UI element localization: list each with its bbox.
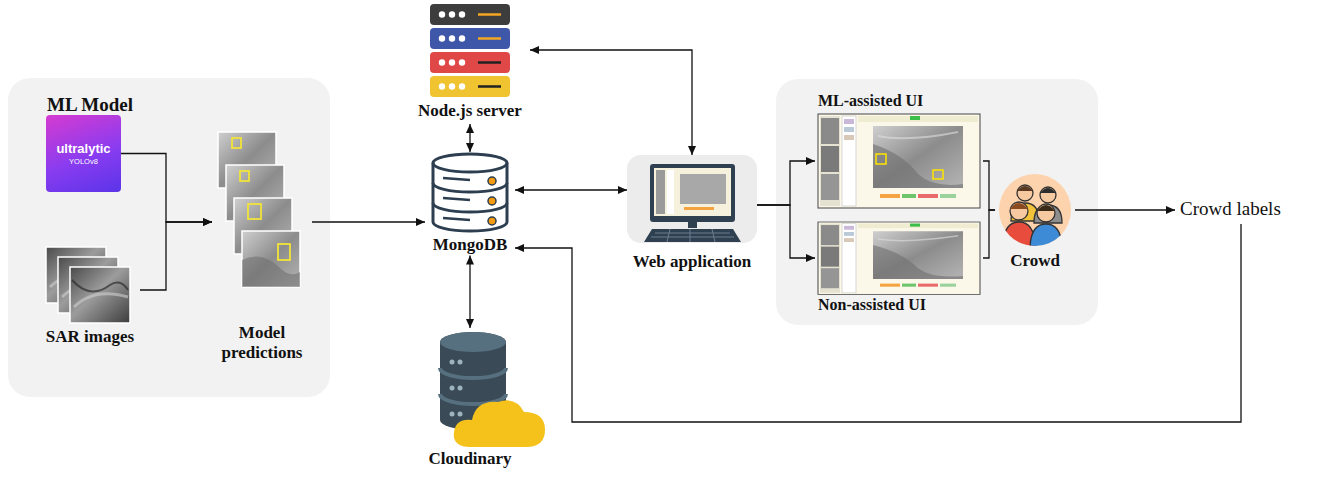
arrow-head — [203, 218, 212, 226]
connector-line — [757, 161, 815, 205]
node-label: Node.js server — [410, 101, 530, 121]
arrow-head — [806, 157, 815, 165]
prediction-image-stack — [218, 132, 300, 287]
server-node: Node.js server — [410, 4, 530, 124]
connector — [530, 46, 696, 155]
connector-line — [121, 154, 212, 223]
node-label: Model predictions — [212, 323, 312, 364]
connector-line — [515, 224, 1241, 422]
connector — [121, 154, 212, 227]
arrow-head — [1166, 206, 1175, 214]
computer-icon — [627, 155, 757, 243]
crowd-circle: Crowd — [995, 172, 1075, 274]
arrow-head — [466, 124, 474, 133]
node-label: SAR images — [40, 327, 140, 347]
image-stack: SAR images — [40, 245, 140, 347]
arrow-head — [806, 254, 815, 262]
node-label: ML Model — [47, 94, 330, 117]
connector — [466, 124, 474, 152]
ui-screen: ML-assisted UI — [815, 91, 983, 210]
database-node: MongoDB — [425, 152, 515, 255]
connector — [1075, 206, 1175, 214]
storage-node: Cloudinary — [405, 328, 535, 473]
sar-image-stack — [46, 247, 130, 323]
cloud-storage-icon — [440, 332, 545, 447]
node-label: MongoDB — [425, 235, 515, 255]
connector-line — [983, 161, 995, 210]
database-icon — [433, 154, 507, 231]
connector — [140, 218, 212, 290]
connector — [466, 255, 474, 328]
crowd-icon — [999, 174, 1071, 250]
connector-line — [140, 222, 212, 290]
app-box: Web application — [627, 155, 757, 277]
node-label: ML-assisted UI — [818, 91, 983, 110]
logo-box: ultralyticYOLOv8 — [46, 115, 121, 192]
arrow-head — [515, 186, 524, 194]
node-label: Crowd labels — [1180, 198, 1307, 221]
arrow-head — [466, 143, 474, 152]
group-panel: ML ModelultralyticYOLOv8SAR imagesModel … — [8, 78, 330, 397]
server-icon — [430, 4, 510, 97]
arrow-head — [688, 146, 696, 155]
connector — [515, 186, 627, 194]
connector-line — [469, 255, 470, 328]
image-stack: Model predictions — [212, 130, 312, 365]
connector-line — [757, 205, 815, 258]
ui-screen: Non-assisted UI — [815, 220, 983, 320]
connector-line — [515, 189, 627, 190]
arrow-head — [515, 244, 524, 252]
ui-screenshot — [818, 114, 980, 294]
node-label: YOLOv8 — [46, 157, 121, 166]
output-label: Crowd labels — [1175, 196, 1307, 224]
arrow-head — [530, 46, 539, 54]
connector — [983, 161, 995, 210]
connector — [757, 157, 815, 205]
arrow-head — [618, 186, 627, 194]
arrow-head — [203, 218, 212, 226]
connector — [312, 218, 425, 226]
node-label: ultralytic — [46, 141, 121, 157]
arrow-head — [466, 319, 474, 328]
connector-line — [1075, 209, 1175, 210]
node-label: Web application — [627, 252, 757, 272]
node-label: Non-assisted UI — [818, 295, 983, 314]
node-label: Crowd — [995, 251, 1075, 271]
node-label: Cloudinary — [405, 449, 535, 469]
connector — [757, 205, 815, 262]
connector-line — [983, 210, 995, 258]
arrow-head — [416, 218, 425, 226]
arrow-head — [466, 255, 474, 264]
connector — [983, 210, 995, 258]
connector-line — [530, 50, 692, 155]
connector — [515, 224, 1241, 422]
connector-line — [312, 221, 425, 222]
